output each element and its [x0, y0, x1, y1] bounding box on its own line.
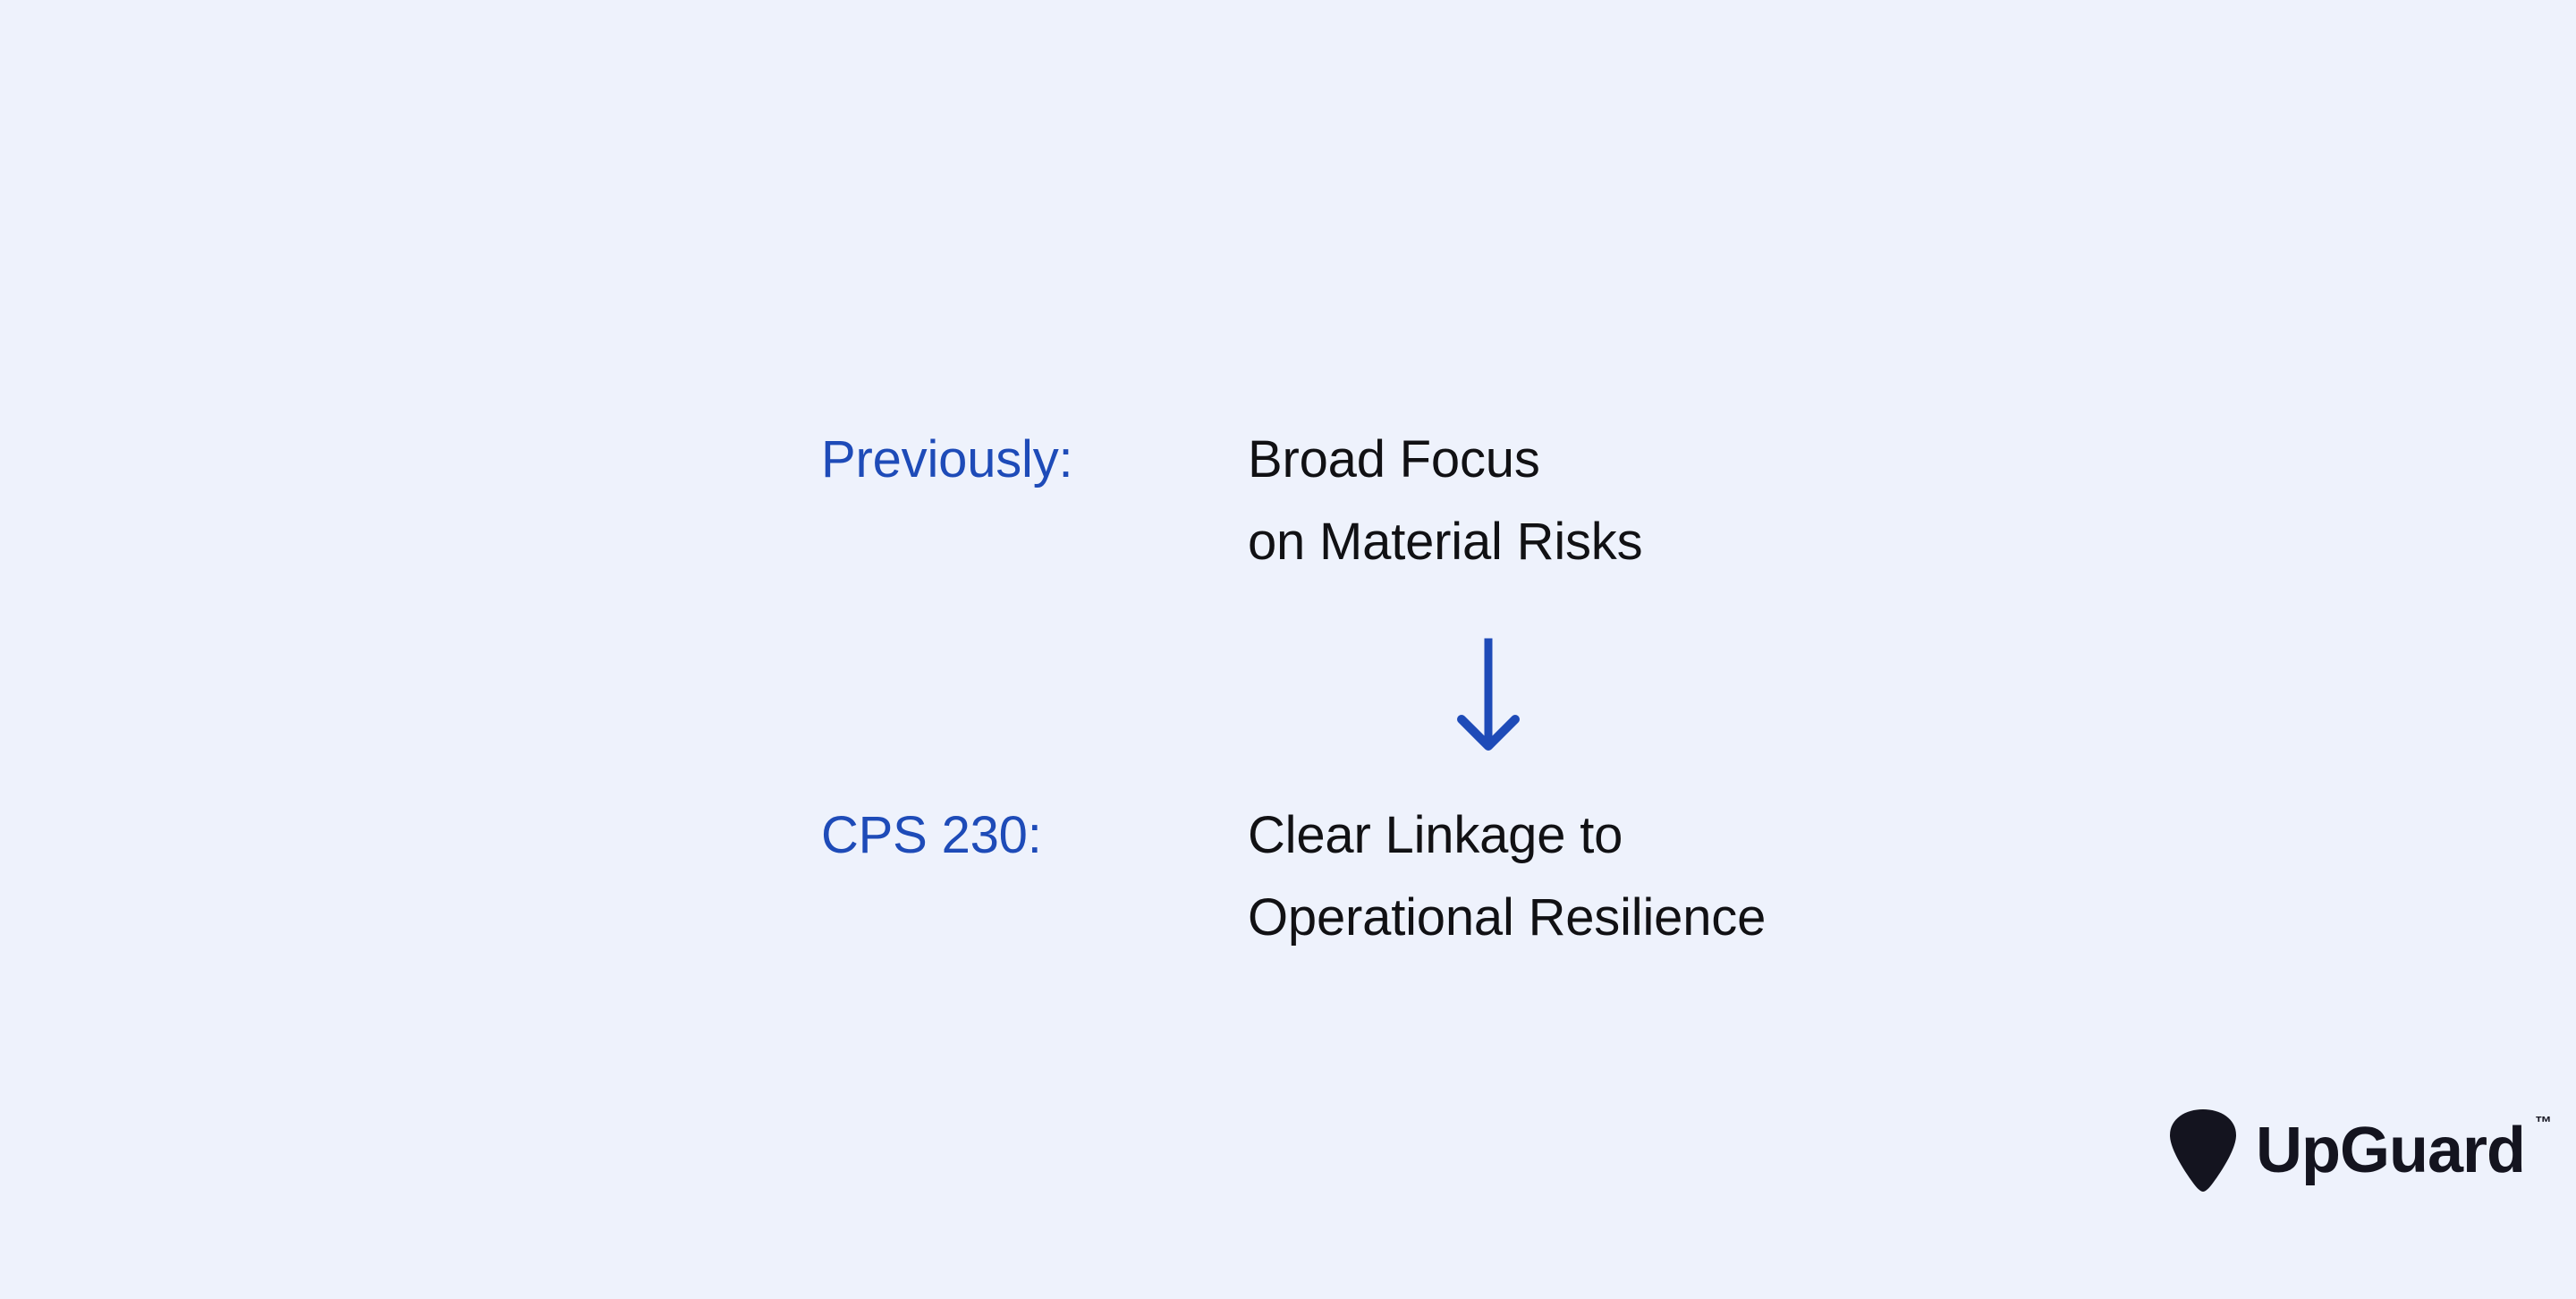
- connector-zone: [821, 626, 1984, 769]
- row-label-cps230: CPS 230:: [821, 806, 1042, 864]
- row-body-line: Operational Resilience: [1248, 888, 1767, 947]
- row-body-line: on Material Risks: [1248, 513, 1643, 571]
- arrow-down-glyph: [1457, 638, 1520, 751]
- brand-wordmark-text: UpGuard: [2256, 1115, 2526, 1186]
- row-body-cps230: Clear Linkage to Operational Resilience: [1248, 794, 2073, 959]
- row-label-previously: Previously:: [821, 430, 1073, 488]
- guitar-pick-glyph: [2170, 1109, 2236, 1192]
- guitar-pick-shield-icon: [2168, 1108, 2238, 1193]
- row-body-line: Broad Focus: [1248, 430, 1540, 488]
- row-body-previously: Broad Focus on Material Risks: [1248, 419, 1984, 583]
- brand-logo: UpGuard ™: [2168, 1102, 2552, 1199]
- arrow-down-icon: [1447, 637, 1530, 760]
- comparison-row-cps230: CPS 230: Clear Linkage to Operational Re…: [821, 794, 2073, 959]
- table-row: CPS 230: Clear Linkage to Operational Re…: [821, 794, 2073, 959]
- row-body-line: Clear Linkage to: [1248, 806, 1623, 864]
- comparison-row-previously: Previously: Broad Focus on Material Risk…: [821, 419, 1984, 583]
- trademark-symbol: ™: [2535, 1114, 2553, 1133]
- brand-wordmark: UpGuard ™: [2256, 1115, 2552, 1186]
- table-row: Previously: Broad Focus on Material Risk…: [821, 419, 1984, 583]
